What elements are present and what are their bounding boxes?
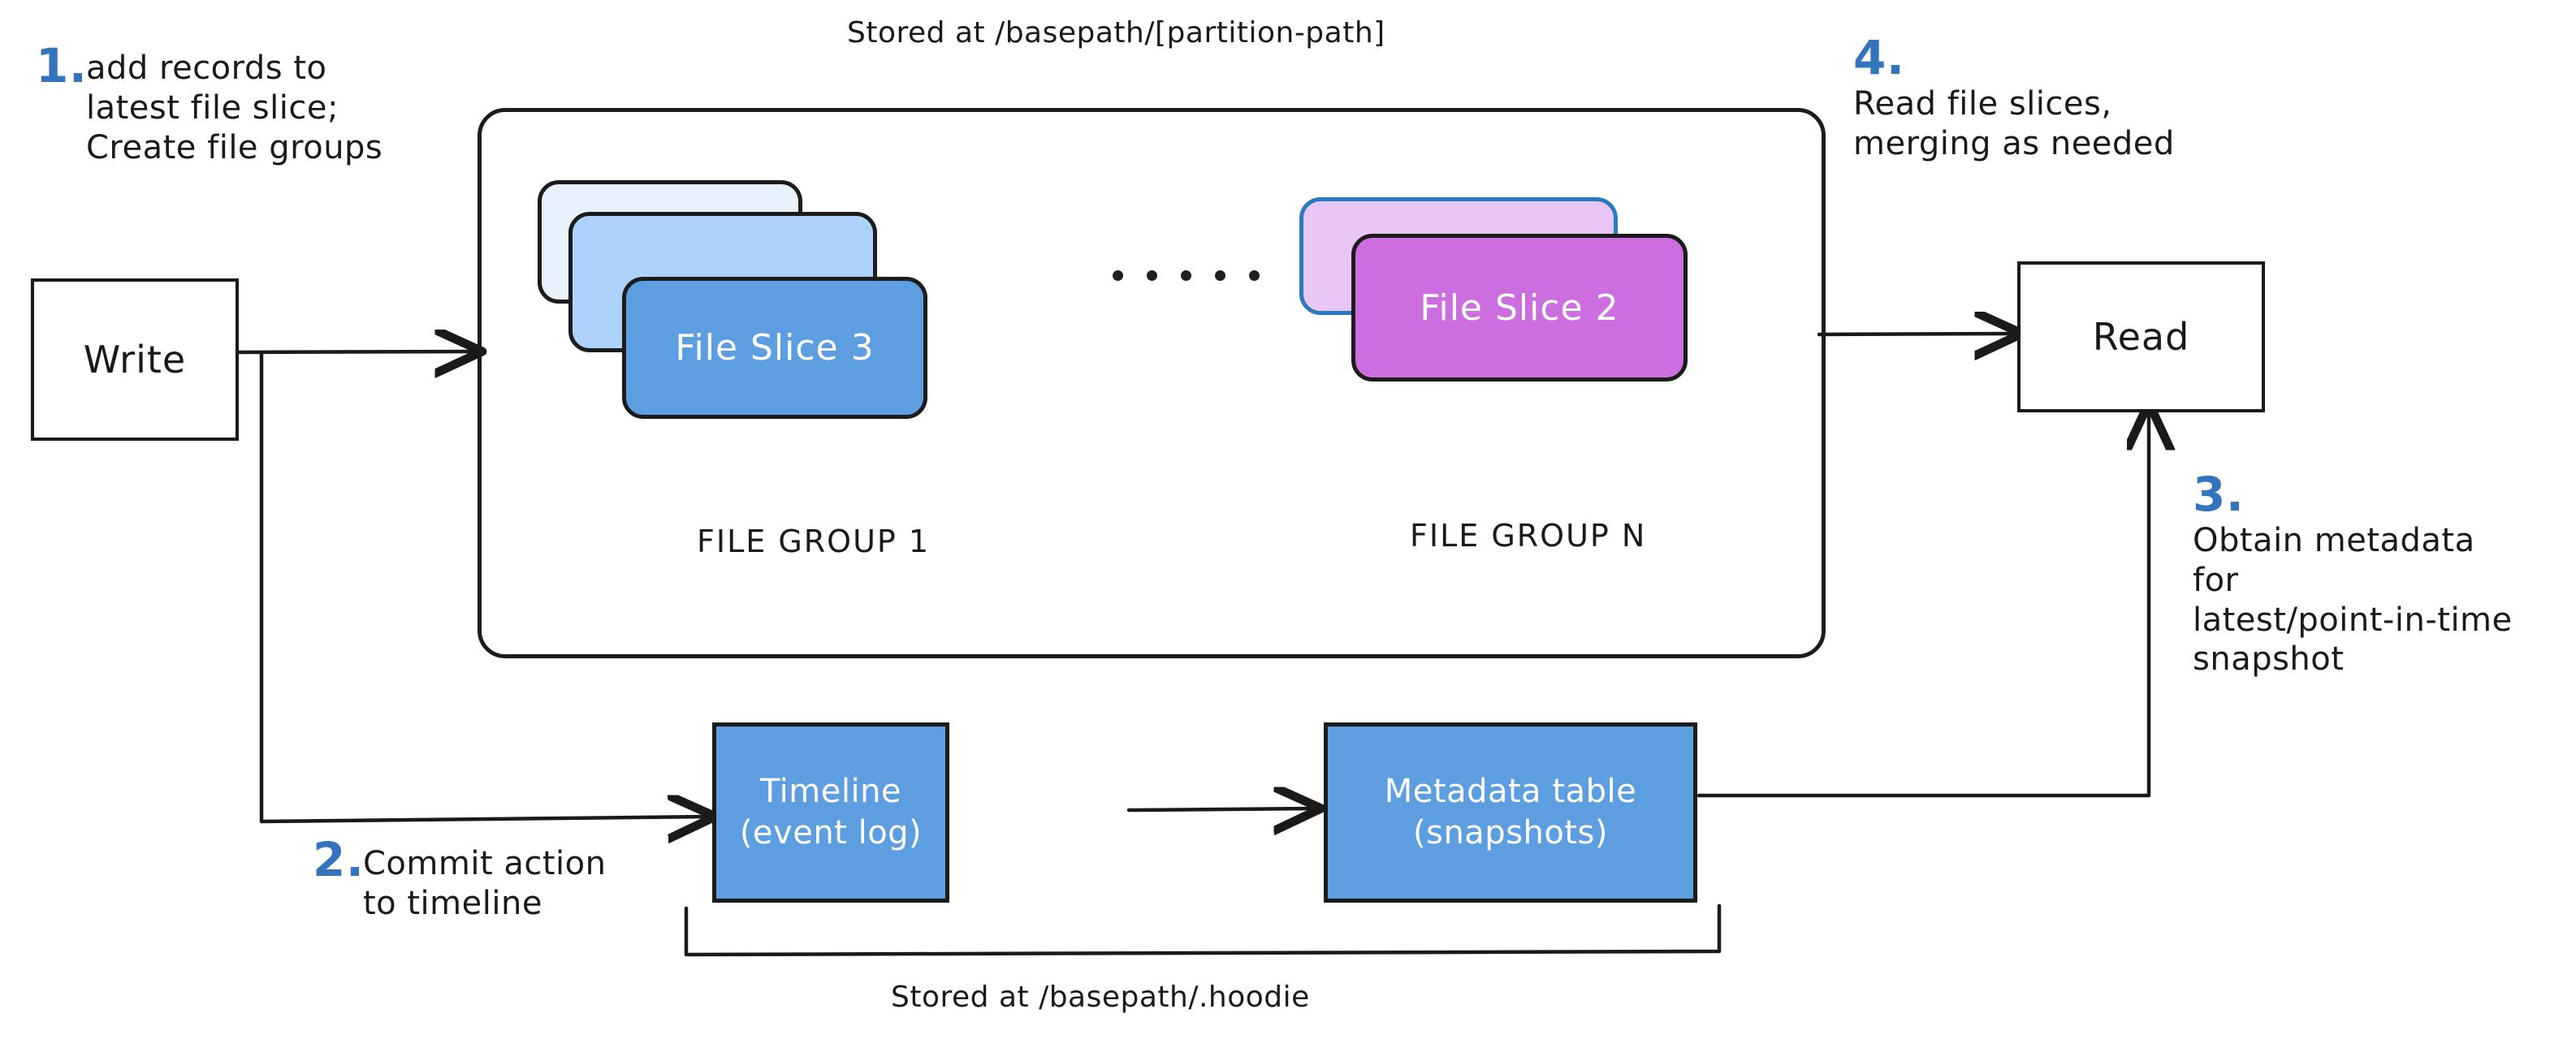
read-node-label: Read [2092,315,2190,359]
file-group-1-label: FILE GROUP 1 [697,524,931,559]
step-1-number: 1. [36,38,88,93]
file-slice-2-card[interactable]: File Slice 2 [1351,234,1688,382]
ellipsis-dot [1249,270,1260,281]
partition-path-container [478,108,1826,658]
file-group-n-label: FILE GROUP N [1410,518,1647,554]
top-storage-caption: Stored at /basepath/[partition-path] [847,16,1385,50]
ellipsis-dots [1113,270,1260,281]
file-slice-2-label: File Slice 2 [1420,287,1619,329]
step-2-text: Commit action to timeline [363,845,607,922]
metadata-table-subtitle: (snapshots) [1413,814,1608,852]
metadata-table-node[interactable]: Metadata table (snapshots) [1324,722,1697,903]
arrow-timeline-to-metadata [1126,808,1314,810]
timeline-node-title: Timeline [759,772,902,810]
file-slice-3-label: File Slice 3 [675,327,875,369]
step-4-text: Read file slices, merging as needed [1853,85,2175,162]
write-node[interactable]: Write [31,278,239,441]
step-3-text: Obtain metadata for latest/point-in-time… [2193,522,2513,679]
step-3-number: 3. [2193,467,2245,522]
bottom-storage-caption: Stored at /basepath/.hoodie [891,981,1310,1014]
file-slice-3-card[interactable]: File Slice 3 [622,277,927,419]
read-node[interactable]: Read [2017,261,2265,412]
step-3-annotation: 3. Obtain metadata for latest/point-in-t… [2193,467,2574,678]
step-2-annotation: 2. Commit action to timeline [313,832,694,922]
metadata-table-title: Metadata table [1384,772,1637,810]
step-1-text: add records to latest file slice; Create… [86,50,383,166]
step-4-annotation: 4. Read file slices, merging as needed [1853,30,2308,162]
step-4-number: 4. [1853,30,1905,85]
arrow-write-to-filegroup [231,351,475,352]
ellipsis-dot [1215,270,1225,281]
step-2-number: 2. [313,832,365,887]
ellipsis-dot [1181,270,1191,281]
ellipsis-dot [1147,270,1157,281]
timeline-node-subtitle: (event log) [739,814,923,852]
write-node-label: Write [83,338,187,382]
ellipsis-dot [1113,270,1123,281]
hoodie-bracket [684,903,1722,957]
timeline-node[interactable]: Timeline (event log) [712,722,949,903]
step-1-annotation: 1. add records to latest file slice; Cre… [36,37,523,166]
